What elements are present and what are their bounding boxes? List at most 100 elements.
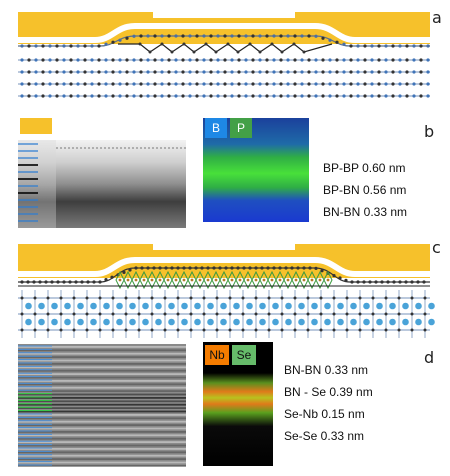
atom (244, 58, 248, 62)
measurement-d-0: BN-BN 0.33 nm (284, 363, 369, 377)
nbse2-unit (179, 270, 189, 290)
atom (332, 296, 336, 300)
nbse2-unit (219, 270, 229, 290)
atom (118, 70, 122, 74)
atom (344, 278, 348, 282)
atom (293, 82, 297, 86)
fringe (18, 407, 186, 409)
atom (204, 42, 208, 46)
atom (328, 38, 332, 42)
atom (246, 302, 253, 310)
nbse2-unit (147, 270, 157, 290)
atom (392, 280, 396, 284)
atom (350, 302, 357, 310)
atom (300, 58, 304, 62)
atom (97, 94, 101, 98)
atom (55, 82, 59, 86)
atom (152, 266, 156, 270)
panel-b-stem-image (18, 114, 309, 228)
atom (267, 296, 271, 300)
nbse2-layer (115, 270, 333, 290)
atom (153, 70, 157, 74)
atom (174, 82, 178, 86)
atom (254, 312, 258, 316)
atom (363, 302, 370, 310)
atom (391, 82, 395, 86)
atom (150, 296, 154, 300)
atom (46, 312, 50, 316)
nbse2-unit (315, 270, 325, 290)
atom (20, 296, 24, 300)
atom (20, 82, 24, 86)
atom (286, 58, 290, 62)
legend-b-phosphorus: P (230, 118, 252, 138)
atom (76, 44, 80, 48)
fringe (18, 352, 186, 355)
atom (412, 58, 416, 62)
nbse2-unit (307, 270, 317, 290)
atom (272, 82, 276, 86)
atom (314, 94, 318, 98)
atom (104, 58, 108, 62)
fringe (18, 359, 186, 362)
atom (280, 296, 284, 300)
atom (237, 58, 241, 62)
atom (27, 94, 31, 98)
atom (423, 296, 427, 300)
atom (265, 70, 269, 74)
atom (286, 34, 290, 38)
atom (215, 296, 219, 300)
atom (298, 318, 305, 326)
fringe (18, 420, 186, 423)
atom (230, 34, 234, 38)
atom (320, 269, 324, 273)
atom (345, 328, 349, 332)
measurement-d-1: BN - Se 0.39 nm (284, 385, 373, 399)
atom (397, 296, 401, 300)
atom (279, 70, 283, 74)
atom (76, 70, 80, 74)
atom (238, 278, 242, 282)
top-bn-atoms (20, 266, 426, 284)
atom (284, 266, 288, 270)
nbse2-unit (299, 270, 309, 290)
atom (300, 82, 304, 86)
atom (293, 70, 297, 74)
atom (62, 44, 66, 48)
atom (265, 58, 269, 62)
atom (272, 94, 276, 98)
atom (228, 328, 232, 332)
atom (69, 44, 73, 48)
atom (69, 82, 73, 86)
atom (76, 94, 80, 98)
fringe (18, 427, 186, 430)
atom (90, 82, 94, 86)
atom (391, 44, 395, 48)
atom (195, 94, 199, 98)
atom (215, 312, 219, 316)
atom (41, 94, 45, 98)
atom (48, 70, 52, 74)
atom (48, 82, 52, 86)
atom (76, 58, 80, 62)
nbse2-unit (243, 270, 253, 290)
atom (391, 58, 395, 62)
atom (209, 58, 213, 62)
atom (34, 58, 38, 62)
atom (27, 82, 31, 86)
atom (38, 280, 42, 284)
fringe (18, 376, 186, 379)
atom (34, 70, 38, 74)
atom (192, 50, 196, 54)
atom (195, 58, 199, 62)
atom (426, 94, 430, 98)
atom (349, 70, 353, 74)
atom (166, 278, 170, 282)
atom (384, 312, 388, 316)
atom (59, 296, 63, 300)
atom (272, 318, 279, 326)
atom (279, 58, 283, 62)
atom (72, 312, 76, 316)
atom (181, 302, 188, 310)
atom (97, 44, 101, 48)
